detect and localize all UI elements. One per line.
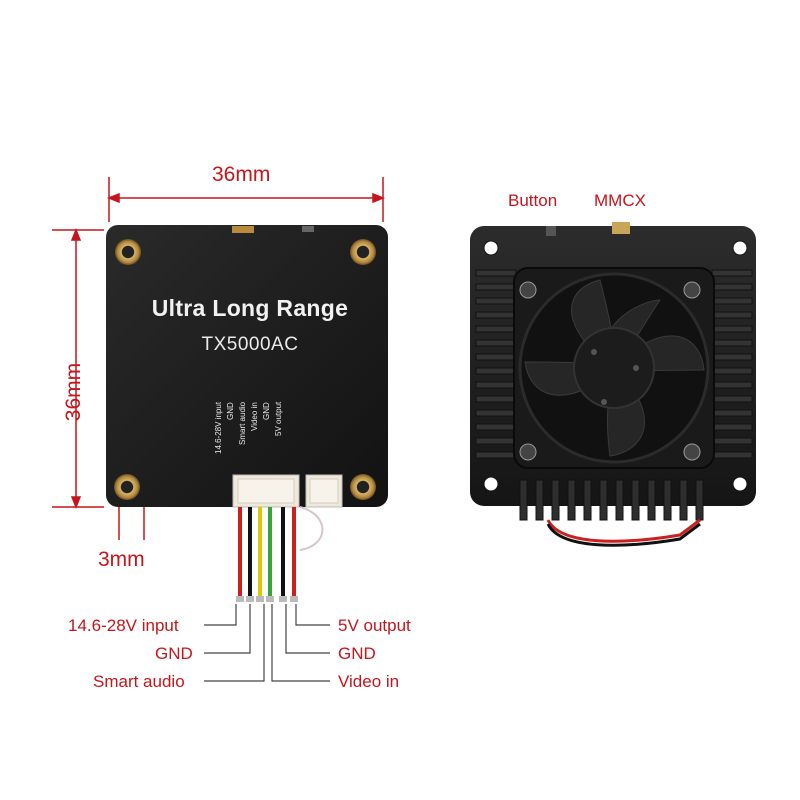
mmcx-label: MMCX [594,191,646,210]
wire-ends [236,596,298,602]
silkscreen-pin-label: GND [226,402,235,420]
wire-label-5v-output: 5V output [338,616,411,635]
width-dimension-label: 36mm [212,163,271,186]
silkscreen-pin-label: Smart audio [238,402,247,446]
hole-dimension-label: 3mm [98,548,145,571]
button-label: Button [508,191,558,210]
wire-label-smart-audio: Smart audio [93,672,185,691]
silkscreen-pin-labels: 14.6-28V input GND Smart audio Video in … [202,402,312,476]
wire-harness [238,506,324,598]
vtx-board [106,225,388,508]
board-model: TX5000AC [201,334,299,355]
wire-label-gnd-right: GND [338,644,376,663]
wire-label-power-input: 14.6-28V input [68,616,179,635]
dimension-lines [52,177,386,540]
heatsink-module [470,222,756,547]
board-title: Ultra Long Range [151,295,349,321]
height-dimension-label: 36mm [62,362,85,422]
silkscreen-pin-label: Video in [250,402,259,431]
leader-lines [204,604,330,682]
silkscreen-pin-label: GND [262,402,271,420]
wire-label-video-in: Video in [338,672,400,691]
wire-label-gnd-left: GND [155,644,193,663]
silkscreen-pin-label: 5V output [274,402,283,437]
silkscreen-pin-label: 14.6-28V input [214,402,223,455]
